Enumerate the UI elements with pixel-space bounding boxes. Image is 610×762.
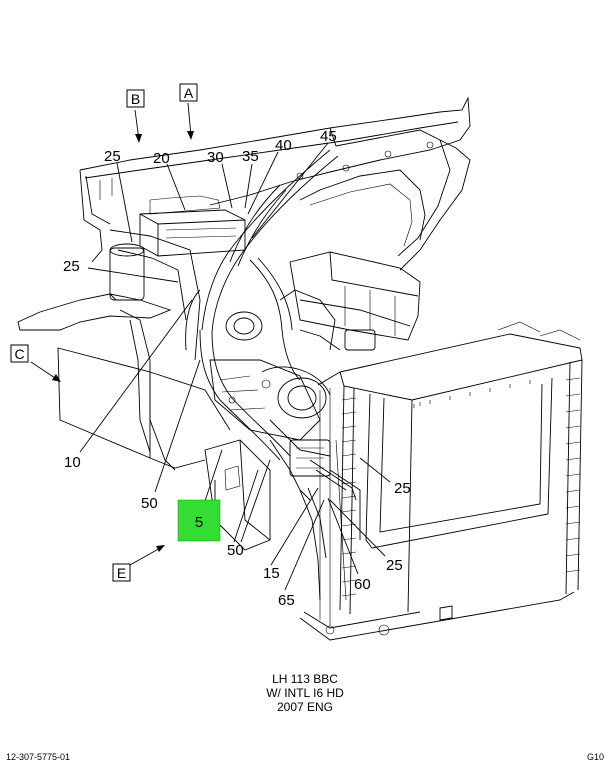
view-label-b-text: B: [131, 91, 140, 107]
radiator-fins: [341, 377, 581, 597]
footer-page-ref: G10: [586, 752, 604, 762]
highlighted-callout-5[interactable]: 5: [177, 499, 221, 542]
view-arrows: [30, 102, 194, 566]
view-label-b: B: [126, 89, 145, 108]
footer-doc-id: 12-307-5775-01: [6, 752, 71, 762]
callout-65: 65: [278, 592, 295, 609]
view-label-e: E: [112, 563, 131, 582]
callout-15: 15: [263, 565, 280, 582]
callout-60: 60: [354, 576, 371, 593]
leader-lines: [79, 142, 391, 591]
view-label-c: C: [10, 344, 29, 363]
coolant-lines: [299, 459, 357, 601]
battery-box: [139, 195, 246, 257]
air-cleaner: [289, 251, 421, 351]
caption-line-2: W/ INTL I6 HD: [266, 686, 344, 700]
callout-25-right: 25: [394, 480, 411, 497]
cowl-structure: [79, 96, 471, 271]
left-bracket: [17, 229, 201, 471]
callout-10: 10: [64, 454, 81, 471]
callout-25-top: 25: [104, 148, 121, 165]
callout-35: 35: [242, 148, 259, 165]
callout-30: 30: [207, 149, 224, 166]
highlight-label: 5: [195, 514, 203, 531]
engine-cluster: [209, 289, 341, 501]
callout-50-left: 50: [141, 495, 158, 512]
radiator: [299, 321, 583, 641]
view-label-c-text: C: [14, 346, 24, 362]
view-label-e-text: E: [117, 565, 126, 581]
callout-25-left: 25: [63, 258, 80, 275]
callout-50-bottom: 50: [227, 542, 244, 559]
callout-45: 45: [320, 128, 337, 145]
callout-numbers: 25 20 30 35 40 45 25 10 50 50 15 65 60 2…: [63, 128, 411, 609]
view-label-a: A: [179, 83, 198, 102]
callout-20: 20: [153, 150, 170, 167]
caption-line-1: LH 113 BBC: [272, 672, 338, 686]
caption-line-3: 2007 ENG: [276, 700, 334, 714]
view-label-a-text: A: [184, 85, 194, 101]
callout-40: 40: [275, 137, 292, 154]
callout-25-lower-right: 25: [386, 557, 403, 574]
hose-bundle: [185, 149, 339, 461]
front-panel: [57, 347, 231, 469]
